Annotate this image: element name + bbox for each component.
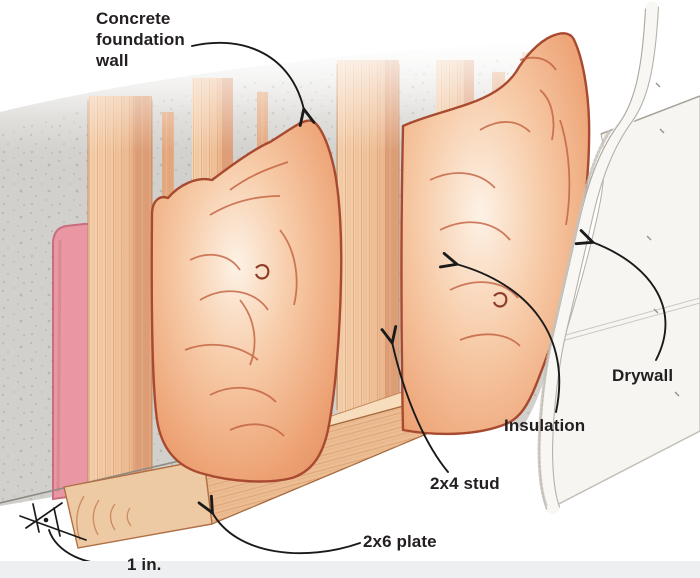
label-drywall: Drywall bbox=[612, 366, 674, 385]
drywall-curved-sheet bbox=[537, 1, 660, 515]
stud-end bbox=[87, 96, 153, 500]
foam-strip bbox=[52, 222, 94, 501]
drywall-seam bbox=[561, 297, 700, 342]
arrow-insulation bbox=[456, 264, 561, 413]
label-2x4-stud: 2x4 stud bbox=[430, 474, 500, 493]
batt-right-dimple bbox=[492, 292, 508, 308]
batt-right-creases bbox=[429, 56, 571, 347]
label-1-inch: 1 in. bbox=[127, 555, 162, 574]
arrow-2x4-stud bbox=[392, 342, 449, 473]
end-grain-rings bbox=[76, 495, 132, 541]
arrow-drywall bbox=[592, 242, 667, 361]
arrow-2x6-plate bbox=[212, 512, 361, 555]
arrow-concrete-wall bbox=[191, 41, 304, 110]
batt-left-creases bbox=[184, 161, 298, 437]
label-concrete-foundation-wall: Concrete foundation wall bbox=[96, 9, 185, 70]
insulation-batt-right bbox=[400, 32, 591, 436]
gypsum-core-stipple bbox=[537, 130, 611, 507]
insulation-batt-left bbox=[150, 119, 343, 483]
dimension-ticks bbox=[19, 502, 87, 541]
page-footer-strip bbox=[0, 561, 700, 578]
label-insulation: Insulation bbox=[504, 416, 586, 435]
batt-left-dimple bbox=[254, 264, 270, 280]
label-2x6-plate: 2x6 plate bbox=[363, 532, 437, 551]
